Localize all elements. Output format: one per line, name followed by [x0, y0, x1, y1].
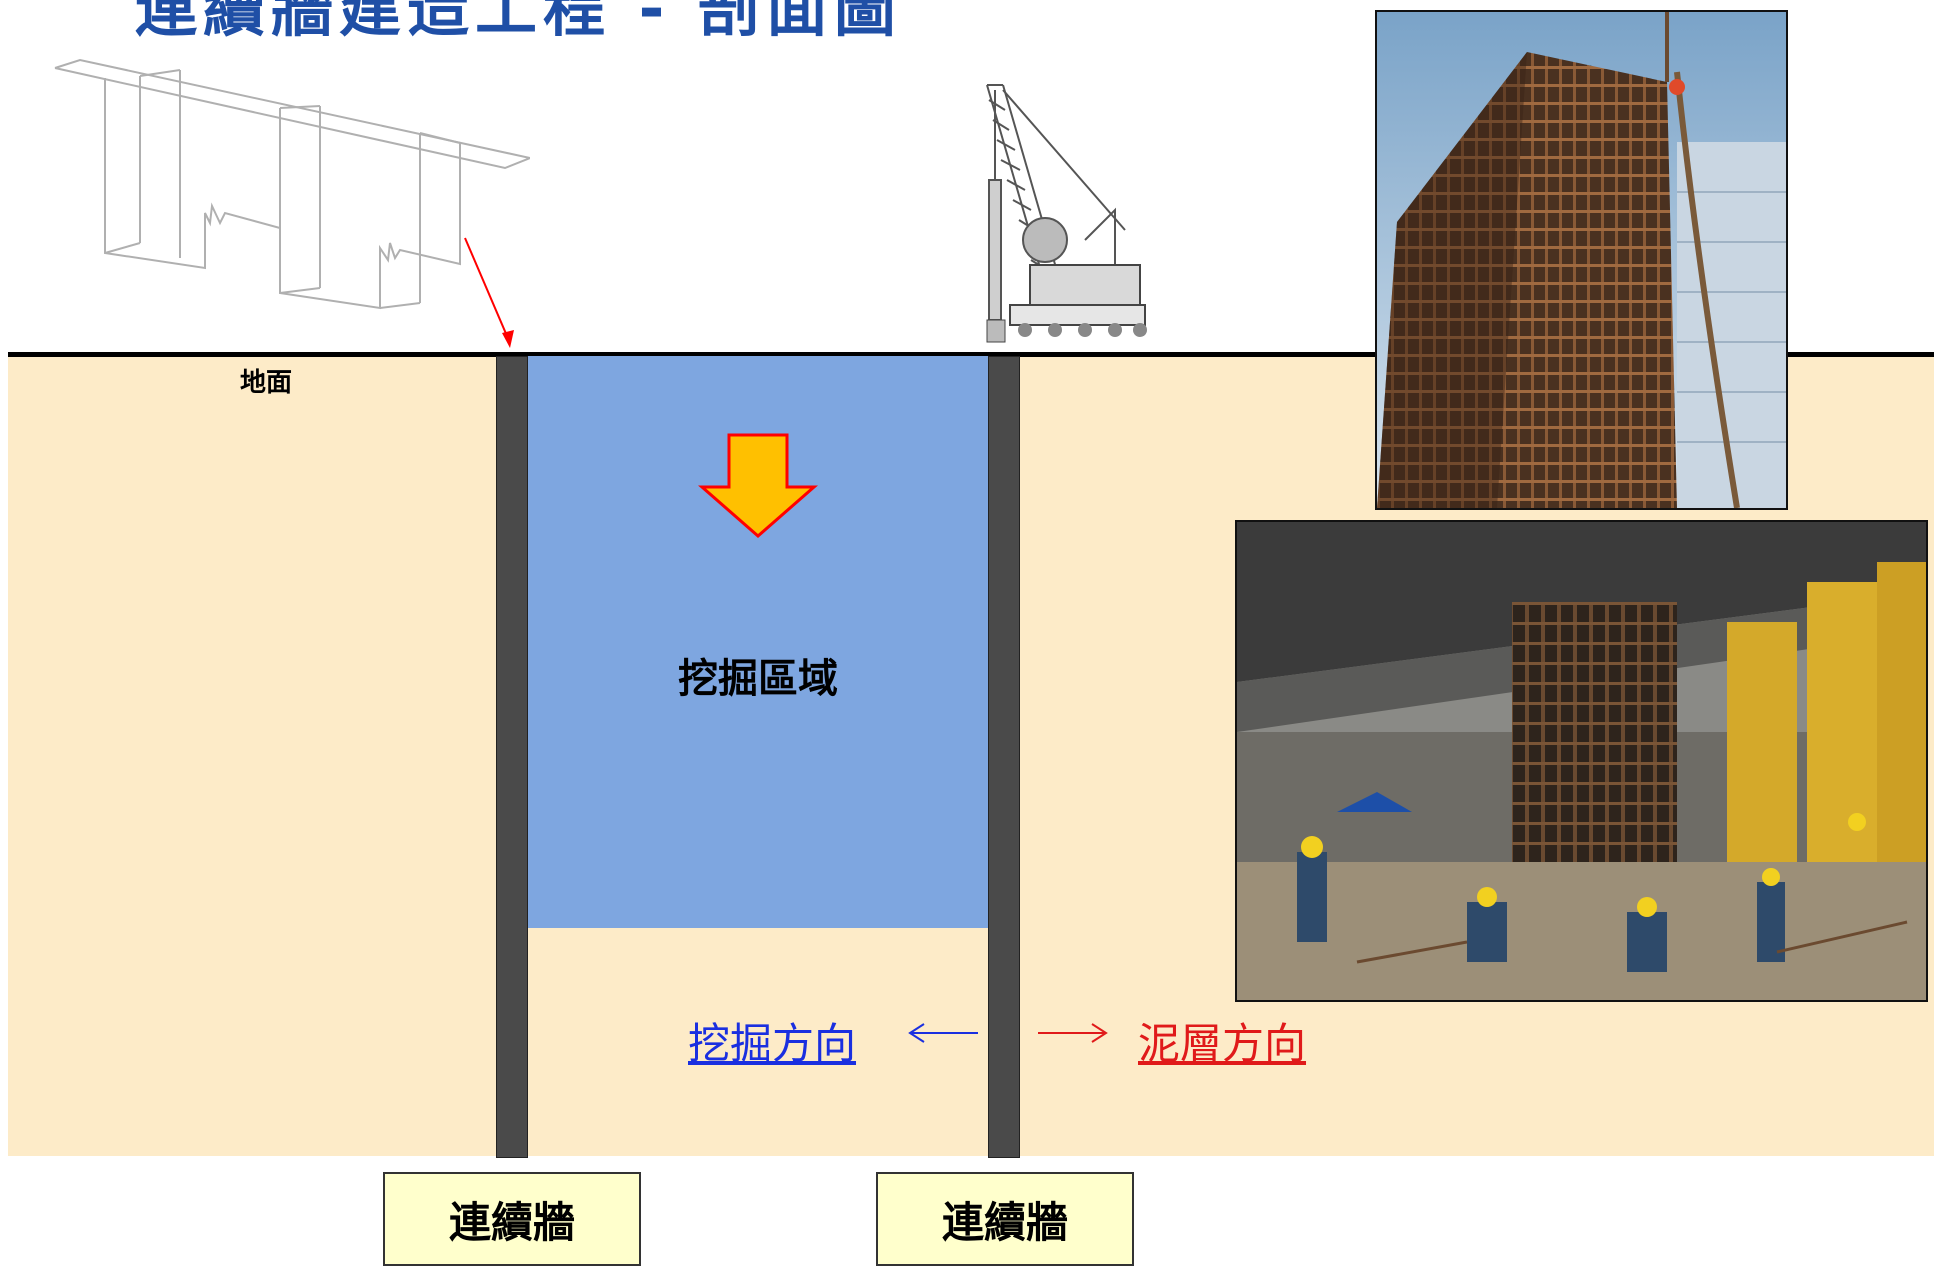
wall-panel-sketch	[54, 58, 530, 348]
ground-line	[8, 352, 1934, 357]
right-arrow-icon	[1038, 1023, 1108, 1043]
excavation-direction-label: 挖掘方向	[688, 1019, 857, 1068]
construction-site-photo	[1235, 520, 1928, 1002]
diaphragm-wall-right	[988, 356, 1020, 1158]
ground-label: 地面	[240, 368, 293, 398]
down-arrow-icon	[698, 433, 818, 538]
wall-label-left: 連續牆	[383, 1172, 641, 1266]
mud-direction-label: 泥層方向	[1138, 1019, 1307, 1068]
left-arrow-icon	[908, 1023, 978, 1043]
wall-label-right: 連續牆	[876, 1172, 1134, 1266]
page-title: 連續牆建造工程 - 剖面圖	[135, 0, 902, 45]
crane-icon	[986, 84, 1147, 343]
excavation-label: 挖掘區域	[678, 656, 838, 702]
diaphragm-wall-left	[496, 356, 528, 1158]
rebar-cage-photo	[1375, 10, 1788, 510]
